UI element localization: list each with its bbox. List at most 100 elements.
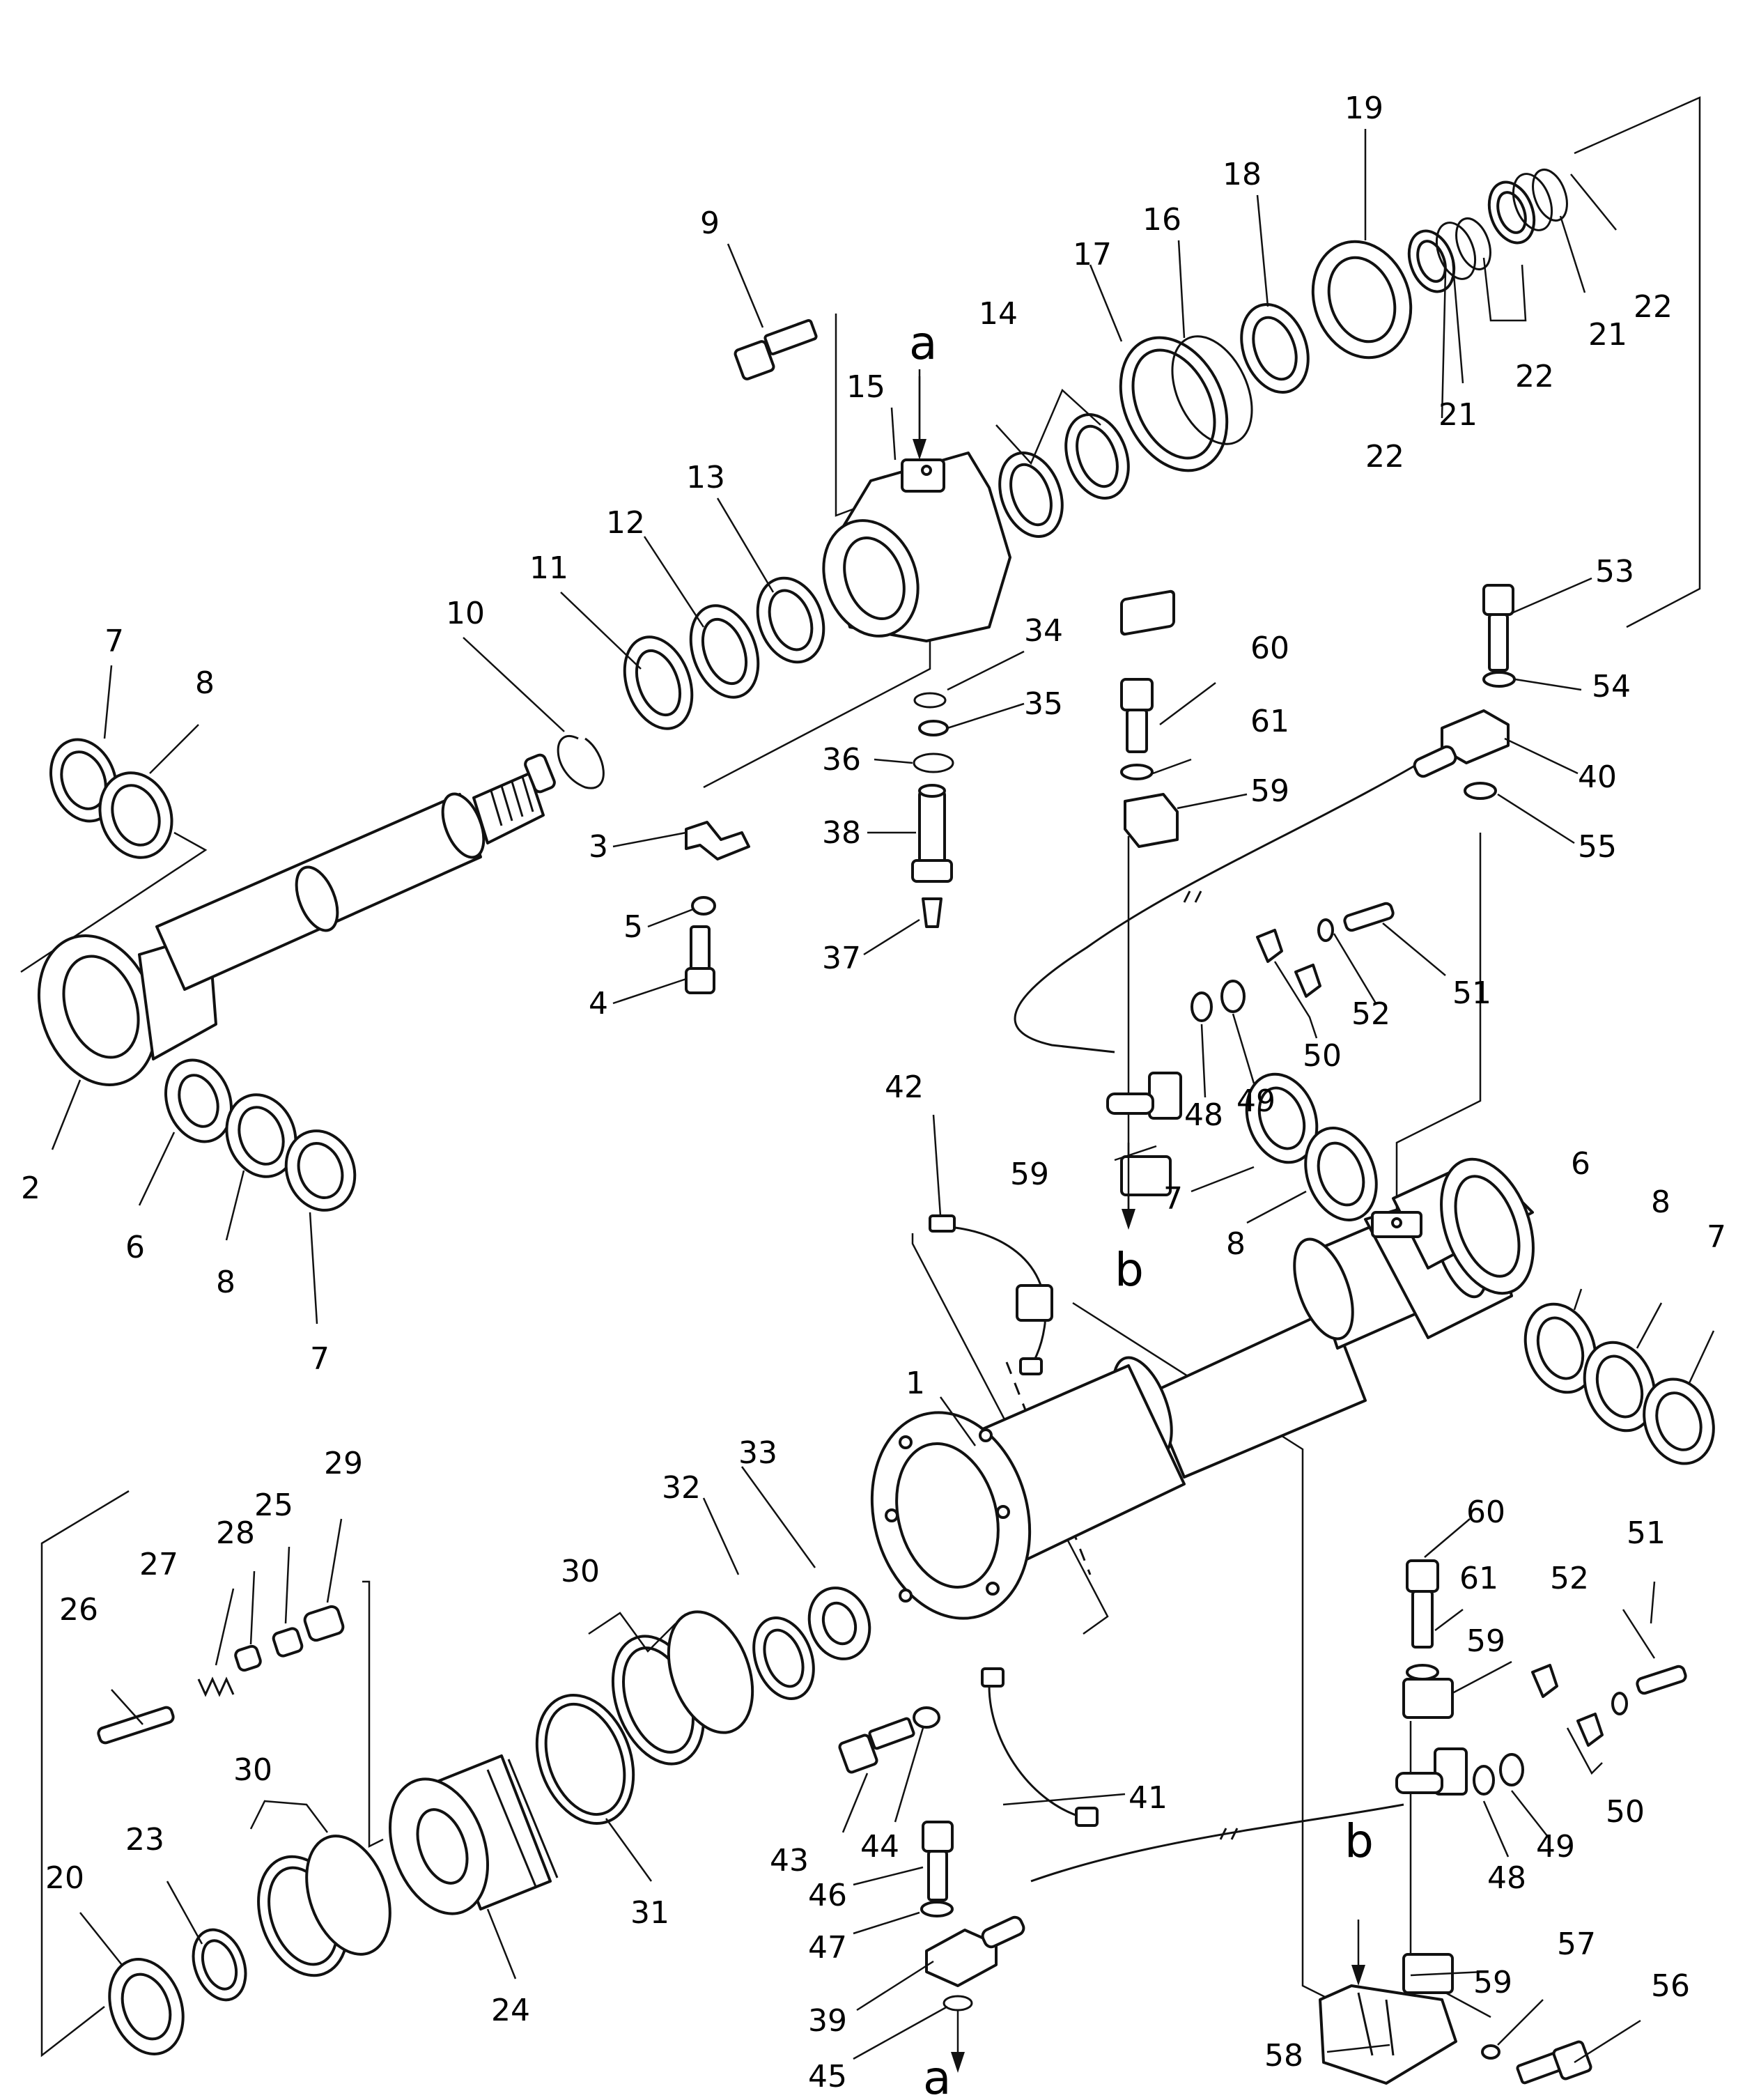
label-54: 54 <box>1592 669 1631 704</box>
label-39: 39 <box>808 2003 847 2039</box>
valve-40-group <box>1413 584 1516 800</box>
label-1: 1 <box>906 1366 925 1401</box>
label-29: 29 <box>324 1446 363 1481</box>
bolt-9 <box>734 319 818 380</box>
label-26: 26 <box>59 1592 98 1628</box>
label-59d: 59 <box>1473 1965 1512 2000</box>
label-14: 14 <box>979 296 1018 332</box>
clamp-59-upper-b <box>1402 1678 1454 1719</box>
ref-b-left: b <box>1115 1243 1144 1297</box>
cylinder-head <box>822 451 1011 642</box>
piston-group <box>97 1586 871 2055</box>
label-17: 17 <box>1073 237 1112 272</box>
washer-49 <box>1220 980 1246 1013</box>
label-22c: 22 <box>1365 439 1404 474</box>
label-53: 53 <box>1595 554 1634 589</box>
label-52b: 52 <box>1550 1561 1589 1596</box>
label-38: 38 <box>822 815 861 851</box>
label-44: 44 <box>860 1829 899 1864</box>
label-15: 15 <box>846 369 885 405</box>
bracket-58 <box>1319 1984 1592 2085</box>
label-35: 35 <box>1024 686 1063 722</box>
label-50b: 50 <box>1606 1794 1645 1830</box>
label-19: 19 <box>1344 91 1383 126</box>
label-7c: 7 <box>1707 1219 1726 1255</box>
label-42: 42 <box>885 1070 924 1105</box>
label-5: 5 <box>623 909 643 945</box>
label-16: 16 <box>1142 202 1181 238</box>
label-28: 28 <box>216 1515 255 1551</box>
label-43: 43 <box>770 1843 809 1878</box>
label-22b: 22 <box>1515 359 1554 394</box>
label-24: 24 <box>491 1993 530 2028</box>
label-9: 9 <box>700 206 720 241</box>
cylinder-front <box>870 1364 1186 1620</box>
label-58: 58 <box>1264 2038 1303 2074</box>
piston-rod <box>37 753 556 1086</box>
small-rings <box>1407 169 1568 293</box>
label-23: 23 <box>125 1822 164 1858</box>
label-60b: 60 <box>1466 1495 1505 1530</box>
label-56: 56 <box>1651 1968 1690 2004</box>
label-45: 45 <box>808 2059 847 2094</box>
lower-hose-valve <box>1395 1559 1687 1994</box>
label-21a: 21 <box>1588 317 1627 353</box>
label-59b: 59 <box>1010 1157 1049 1192</box>
upper-hose-valve <box>1106 589 1395 1196</box>
label-61a: 61 <box>1250 704 1289 739</box>
label-49a: 49 <box>1236 1083 1275 1119</box>
label-10: 10 <box>446 596 485 631</box>
label-59a: 59 <box>1250 773 1289 809</box>
reference-arrows <box>913 369 1365 2073</box>
label-60a: 60 <box>1250 631 1289 666</box>
band-41 <box>981 1667 1099 1827</box>
label-61b: 61 <box>1459 1561 1498 1596</box>
orings-and-cushion <box>911 692 954 928</box>
bracket-3-group <box>685 821 750 994</box>
label-59c: 59 <box>1466 1623 1505 1659</box>
label-50a: 50 <box>1303 1038 1342 1074</box>
label-4: 4 <box>589 986 608 1021</box>
label-31: 31 <box>630 1895 669 1931</box>
ref-b-right: b <box>1344 1814 1374 1868</box>
head-seals <box>998 240 1413 539</box>
label-25: 25 <box>254 1488 293 1523</box>
ref-a-bottom: a <box>923 2051 951 2100</box>
label-47: 47 <box>808 1930 847 1966</box>
part-labels: a b b a 9 15 14 17 16 18 19 22 21 22 21 … <box>21 91 1726 2100</box>
label-11: 11 <box>529 550 568 586</box>
label-8d: 8 <box>216 1265 235 1300</box>
label-30a: 30 <box>561 1554 600 1589</box>
label-6a: 6 <box>1571 1146 1590 1182</box>
rod-eye-bushings <box>164 1058 357 1212</box>
valve-block <box>1148 1072 1182 1120</box>
label-34: 34 <box>1024 613 1063 649</box>
label-13: 13 <box>686 460 725 495</box>
label-12: 12 <box>606 505 645 541</box>
leader-lines <box>51 129 1715 2064</box>
label-6b: 6 <box>125 1230 145 1265</box>
label-7a: 7 <box>104 624 124 659</box>
label-30b: 30 <box>233 1752 272 1788</box>
label-40: 40 <box>1578 759 1617 795</box>
rod-seals <box>557 576 825 789</box>
ref-a-top: a <box>909 316 937 370</box>
label-27: 27 <box>139 1547 178 1582</box>
label-3: 3 <box>589 829 608 865</box>
label-8c: 8 <box>1651 1184 1670 1220</box>
oring-48 <box>1191 991 1213 1022</box>
label-46: 46 <box>808 1878 847 1913</box>
label-49b: 49 <box>1536 1829 1575 1864</box>
label-7d: 7 <box>310 1341 329 1377</box>
label-32: 32 <box>662 1470 701 1506</box>
label-22a: 22 <box>1634 289 1673 325</box>
label-52a: 52 <box>1351 996 1390 1032</box>
upper-clamp-bolt <box>1120 678 1179 848</box>
label-33: 33 <box>738 1435 777 1471</box>
label-55: 55 <box>1578 829 1617 865</box>
label-41: 41 <box>1129 1780 1168 1816</box>
label-51b: 51 <box>1627 1515 1666 1551</box>
label-57: 57 <box>1557 1927 1596 1962</box>
label-2: 2 <box>21 1171 40 1206</box>
label-37: 37 <box>822 941 861 976</box>
